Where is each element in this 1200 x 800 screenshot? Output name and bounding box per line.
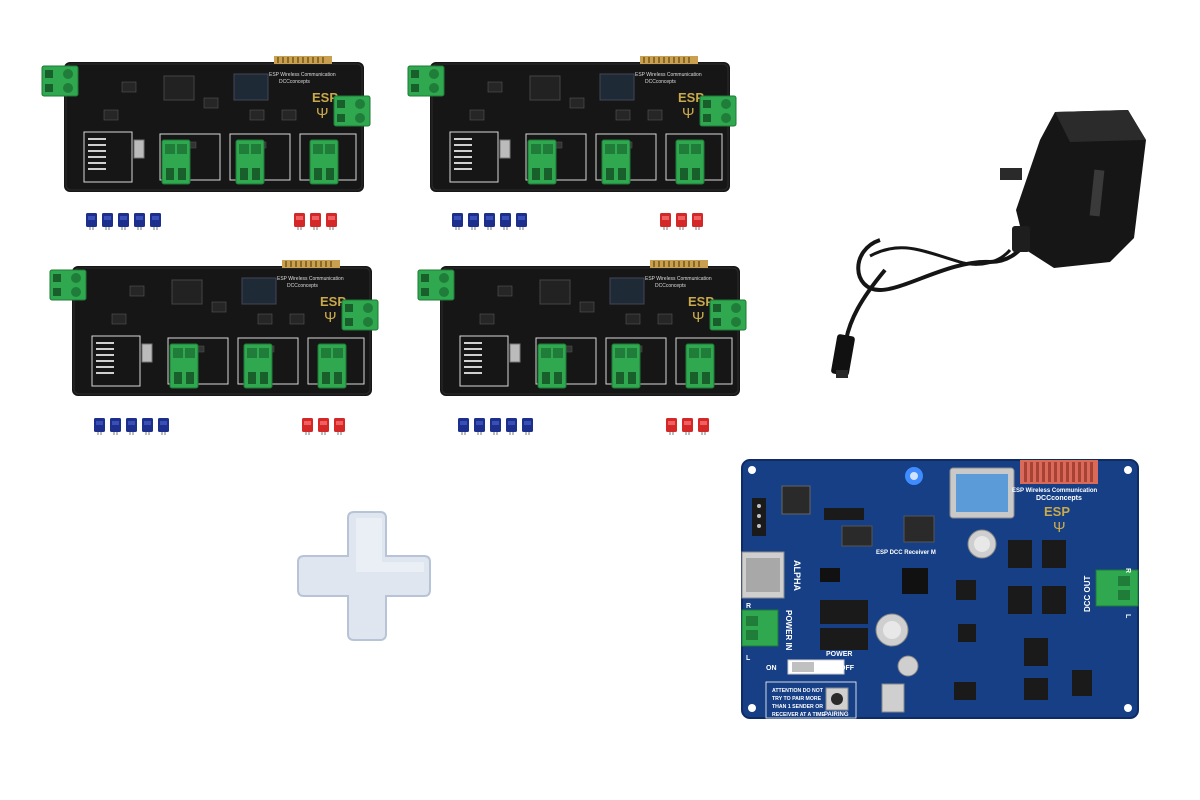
board-4-brand: DCCconcepts	[655, 283, 686, 289]
board-2-header: ESP Wireless Communication	[635, 72, 702, 78]
board-3-header: ESP Wireless Communication	[277, 276, 344, 282]
jumper-set-4	[458, 418, 709, 435]
dcc-out-l-label: L	[1124, 614, 1131, 619]
esp-black-board-1: ESP Wireless Communication DCCconcepts	[42, 56, 370, 192]
warning-line-4: RECEIVER AT A TIME	[772, 712, 825, 718]
esp-black-board-4: ESP Wireless Communication DCCconcepts	[418, 260, 746, 396]
power-label: POWER	[826, 651, 852, 658]
plus-sign	[297, 511, 431, 641]
power-in-l-label: L	[746, 655, 751, 662]
warning-line-2: TRY TO PAIR MORE	[772, 696, 822, 702]
jumper-set-3	[94, 418, 345, 435]
on-label: ON	[766, 665, 777, 672]
power-in-label: POWER IN	[784, 610, 793, 651]
receiver-brand: DCCconcepts	[1036, 495, 1082, 502]
dcc-out-label: DCC OUT	[1083, 575, 1092, 612]
jumper-set-1	[86, 213, 337, 230]
alpha-label: ALPHA	[792, 560, 802, 591]
receiver-logo: ESP	[1044, 504, 1070, 519]
esp-black-board-3: ESP Wireless Communication DCCconcepts	[50, 260, 378, 396]
pairing-label: PAIRING	[824, 712, 849, 718]
trident-icon: Ψ	[1053, 519, 1066, 536]
esp-dcc-receiver-board: ALPHA POWER IN R L	[741, 459, 1139, 719]
esp-black-board-2: ESP Wireless Communication DCCconcepts	[408, 56, 736, 192]
power-adapter	[831, 110, 1146, 378]
board-2-brand: DCCconcepts	[645, 79, 676, 85]
board-1-header: ESP Wireless Communication	[269, 72, 336, 78]
jumper-set-2	[452, 213, 703, 230]
off-label: OFF	[840, 665, 855, 672]
warning-line-3: THAN 1 SENDER OR	[772, 704, 823, 710]
receiver-model: ESP DCC Receiver M	[876, 550, 936, 556]
dcc-out-r-label: R	[1124, 568, 1131, 573]
board-4-header: ESP Wireless Communication	[645, 276, 712, 282]
power-in-r-label: R	[746, 603, 751, 610]
board-3-brand: DCCconcepts	[287, 283, 318, 289]
receiver-header: ESP Wireless Communication	[1012, 488, 1098, 494]
warning-line-1: ATTENTION DO NOT	[772, 688, 824, 694]
board-1-brand: DCCconcepts	[279, 79, 310, 85]
